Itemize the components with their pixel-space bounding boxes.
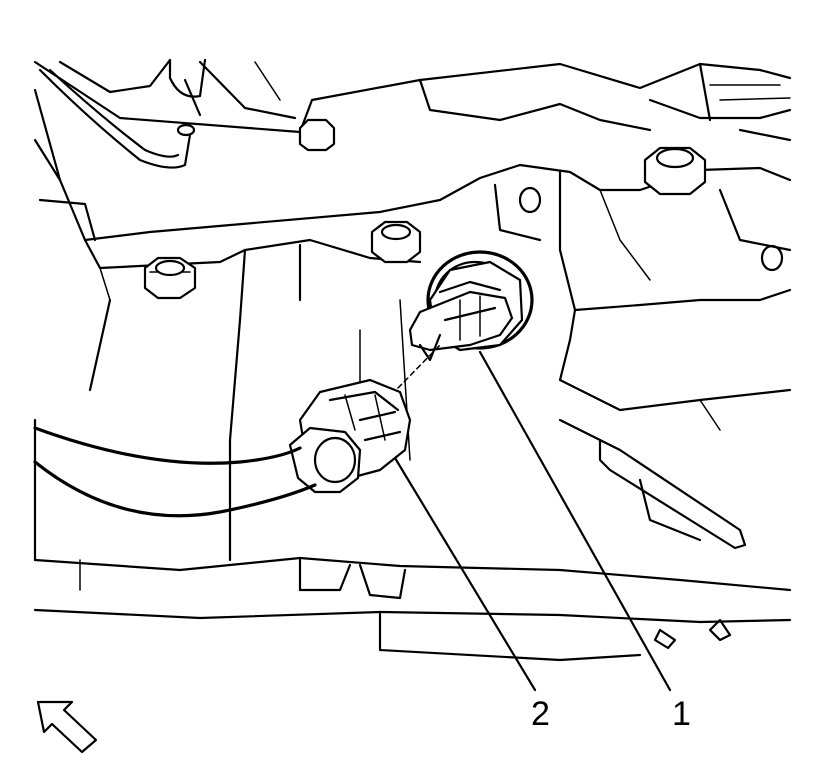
bolt-top: [298, 118, 336, 152]
bolt-upper-right: [643, 146, 707, 196]
leader-line-2: [393, 456, 537, 692]
callout-2-label: 2: [531, 695, 550, 733]
wiring-harness: [33, 426, 317, 518]
bolt-left: [143, 256, 197, 300]
harness-connector: [288, 378, 412, 494]
forward-arrow-icon: [36, 700, 98, 754]
bolt-middle: [370, 220, 422, 264]
alignment-line: [397, 344, 441, 389]
leader-line-1: [478, 350, 672, 692]
callout-1-label: 1: [672, 695, 691, 733]
sensor-assembly: [408, 250, 534, 362]
engine-housing: [33, 58, 792, 662]
